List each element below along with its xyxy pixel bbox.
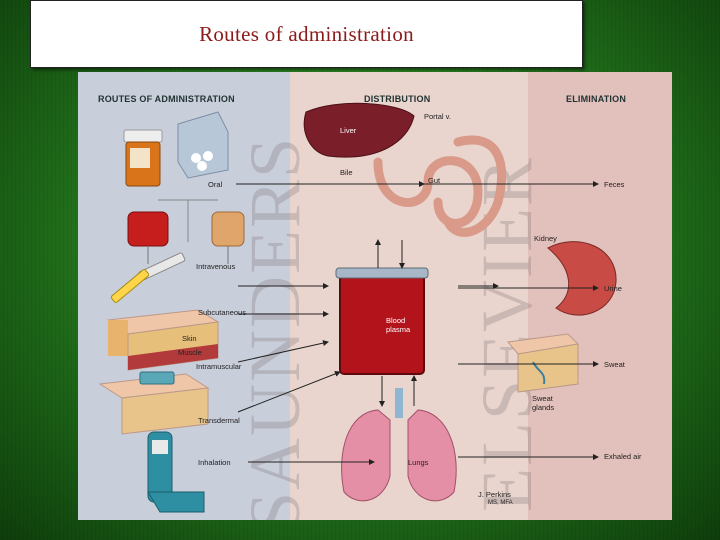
label-exhaled-air: Exhaled air xyxy=(604,452,642,461)
pharmacology-figure: SAUNDERS ELSEVIER ROUTES OF ADMINISTRATI… xyxy=(78,72,672,520)
header-distribution: DISTRIBUTION xyxy=(364,94,431,104)
label-feces: Feces xyxy=(604,180,625,189)
label-liver: Liver xyxy=(340,126,357,135)
label-subcutaneous: Subcutaneous xyxy=(198,308,246,317)
slide-title: Routes of administration xyxy=(199,21,414,46)
inhaler-icon xyxy=(147,431,205,513)
label-sweat: Sweat xyxy=(604,360,625,369)
blood-plasma-beaker-icon xyxy=(335,267,429,375)
tablet-box-icon xyxy=(177,111,229,179)
label-urine: Urine xyxy=(604,284,622,293)
label-skin: Skin xyxy=(182,334,197,343)
iv-bag-icon xyxy=(127,199,245,264)
label-credit-sub: MS, MFA xyxy=(488,500,513,506)
label-portal-vein: Portal v. xyxy=(424,112,451,121)
flow-arrows xyxy=(236,181,599,465)
label-intramuscular: Intramuscular xyxy=(196,362,242,371)
pill-bottle-icon xyxy=(123,129,163,187)
kidney-icon xyxy=(547,241,617,316)
sweat-gland-icon xyxy=(507,333,580,393)
label-bile: Bile xyxy=(340,168,353,177)
label-kidney: Kidney xyxy=(534,234,557,243)
label-sweat-glands: Sweat glands xyxy=(532,394,555,412)
label-transdermal: Transdermal xyxy=(198,416,240,425)
lungs-icon xyxy=(341,388,457,502)
syringe-icon xyxy=(110,252,186,303)
label-lungs: Lungs xyxy=(408,458,429,467)
header-elimination: ELIMINATION xyxy=(566,94,627,104)
label-intravenous: Intravenous xyxy=(196,262,236,271)
label-gut: Gut xyxy=(428,176,441,185)
skin-block-icon xyxy=(106,309,220,371)
transdermal-block-icon xyxy=(98,371,210,435)
label-blood-plasma: Blood plasma xyxy=(386,316,411,334)
header-routes: ROUTES OF ADMINISTRATION xyxy=(98,94,235,104)
liver-icon xyxy=(303,102,415,158)
gut-icon xyxy=(373,135,507,237)
label-inhalation: Inhalation xyxy=(198,458,231,467)
label-oral: Oral xyxy=(208,180,223,189)
label-muscle: Muscle xyxy=(178,348,202,357)
title-box: Routes of administration xyxy=(30,0,583,68)
figure-artwork xyxy=(98,102,617,513)
label-credit: J. Perkins xyxy=(478,490,511,499)
